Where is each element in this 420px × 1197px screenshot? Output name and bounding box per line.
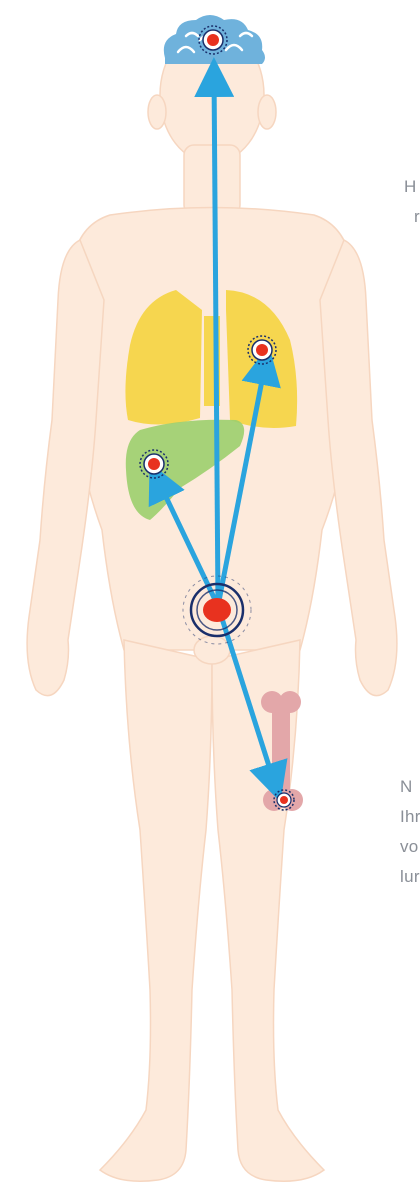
caption-top-line-2: r — [414, 202, 420, 232]
caption-bottom-line-4: lur — [400, 862, 420, 892]
caption-bottom-cropped: N Ihr vo lur — [400, 772, 420, 892]
caption-top-cropped: H r — [404, 172, 420, 232]
caption-bottom-line-1: N — [400, 772, 420, 802]
caption-bottom-line-2: Ihr — [400, 802, 420, 832]
caption-bottom-line-3: vo — [400, 832, 420, 862]
caption-top-line-1: H — [404, 172, 420, 202]
